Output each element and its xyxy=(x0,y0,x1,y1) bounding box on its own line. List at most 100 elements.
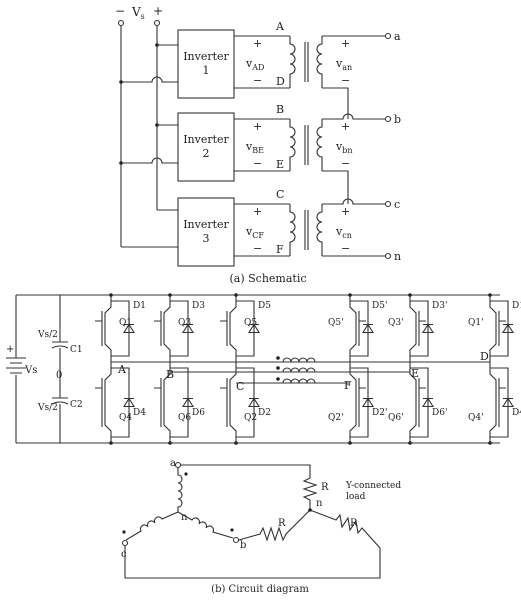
secondary-coils xyxy=(316,36,323,256)
van-minus: − xyxy=(341,74,350,87)
label-lower-diode-4: D2' xyxy=(372,408,387,418)
upper-diode-2 xyxy=(170,300,194,357)
terminal-a-label: a xyxy=(394,30,401,43)
load-b-label: b xyxy=(240,540,246,551)
inverter-3-label: Inverter xyxy=(183,218,229,231)
label-lower-switch-2: Q6 xyxy=(178,413,191,423)
lower-diode-4 xyxy=(350,367,374,438)
phase-b-winding xyxy=(177,511,234,539)
node-D-label: D xyxy=(276,75,285,88)
vbn-label: vbn xyxy=(335,140,353,155)
label-upper-switch-4: Q5' xyxy=(328,318,344,328)
vcn-minus: − xyxy=(341,242,350,255)
label-upper-diode-1: D1 xyxy=(133,301,146,311)
vcf-label: vCF xyxy=(245,225,264,240)
terminal-n-label: n xyxy=(394,250,401,263)
label-upper-diode-3: D5 xyxy=(258,301,271,311)
upper-switch-6 xyxy=(489,295,506,362)
cap-c1-label: C1 xyxy=(70,345,83,355)
source-battery xyxy=(6,357,26,374)
lower-diode-2 xyxy=(170,367,194,438)
node-A-label: A xyxy=(275,20,285,33)
inverter-1-number: 1 xyxy=(203,64,210,77)
node-E-label: E xyxy=(276,158,284,171)
vbe-plus: + xyxy=(253,120,262,133)
vbe-label: vBE xyxy=(245,140,264,155)
coupling-transformers xyxy=(276,356,316,384)
resistor-c-and-return xyxy=(124,509,381,579)
source-label: Vs xyxy=(24,365,37,376)
load-node-c xyxy=(121,539,129,547)
terminal-b-label: b xyxy=(394,113,401,126)
vad-label: vAD xyxy=(245,57,264,72)
inverter-2-box xyxy=(177,112,235,182)
label-lower-switch-6: Q4' xyxy=(468,413,484,423)
vcf-minus: − xyxy=(253,242,262,255)
load-top-wire xyxy=(180,464,311,478)
upper-switch-5 xyxy=(409,295,426,362)
vcn-plus: + xyxy=(341,205,350,218)
load-node-a xyxy=(174,461,182,469)
vbe-minus: − xyxy=(253,157,262,170)
label-lower-diode-2: D6 xyxy=(192,408,205,418)
node-C-label: C xyxy=(276,188,284,201)
schematic-caption: (a) Schematic xyxy=(229,272,306,285)
node-B: B xyxy=(166,368,174,381)
vbn-plus: + xyxy=(341,120,350,133)
terminal-c-label: c xyxy=(394,198,400,211)
label-upper-diode-6: D1' xyxy=(512,301,521,311)
upper-diode-4 xyxy=(350,300,374,357)
minus-feed-2 xyxy=(121,157,178,164)
inverter-2-number: 2 xyxy=(203,147,210,160)
schematic: − Vs + Inverter 1 Inverter 2 Inverter 3 xyxy=(115,4,401,285)
upper-diode-3 xyxy=(236,300,260,357)
supply-minus-sign: − xyxy=(115,4,125,18)
node-C: C xyxy=(236,380,244,393)
capacitor-plates xyxy=(51,341,69,405)
inverter-1-label: Inverter xyxy=(183,50,229,63)
cap-c2-label: C2 xyxy=(70,400,83,410)
label-upper-switch-1: Q1 xyxy=(119,318,132,328)
output-b-wire xyxy=(322,113,385,120)
label-lower-diode-5: D6' xyxy=(432,408,447,418)
series-link-1 xyxy=(322,87,349,119)
terminal-n xyxy=(384,252,392,260)
terminal-c xyxy=(384,200,392,208)
supply-minus-terminal xyxy=(117,19,125,27)
phase-a-winding xyxy=(177,468,183,512)
minus-feed-1 xyxy=(121,76,178,83)
lower-switch-1 xyxy=(95,362,112,443)
inverter-3-number: 3 xyxy=(203,232,210,245)
label-upper-diode-2: D3 xyxy=(192,301,205,311)
supply-plus-sign: + xyxy=(153,4,163,18)
label-lower-diode-6: D4' xyxy=(512,408,521,418)
lower-switch-3 xyxy=(220,362,237,443)
label-lower-switch-4: Q2' xyxy=(328,413,344,423)
resistor-a xyxy=(302,477,318,510)
upper-switch-2 xyxy=(154,295,171,362)
lower-diode-1 xyxy=(111,367,135,438)
load-c-label: c xyxy=(121,549,127,560)
circuit-caption: (b) Circuit diagram xyxy=(211,584,309,595)
terminal-a xyxy=(384,32,392,40)
output-c-wire xyxy=(322,198,385,205)
primary-coils xyxy=(289,36,296,256)
label-lower-switch-1: Q4 xyxy=(119,413,132,423)
label-upper-switch-6: Q1' xyxy=(468,318,484,328)
van-plus: + xyxy=(341,37,350,50)
inverter-3-box xyxy=(177,197,235,267)
label-lower-switch-3: Q2 xyxy=(244,413,257,423)
lower-diode-3 xyxy=(236,367,260,438)
load-description-2: load xyxy=(346,492,366,502)
resistor-a-label: R xyxy=(321,482,329,493)
supply-plus-terminal xyxy=(153,19,161,27)
label-lower-diode-1: D4 xyxy=(133,408,146,418)
load-n-label-1: n xyxy=(181,512,188,523)
node-B-label: B xyxy=(276,103,284,116)
resistor-b xyxy=(238,509,311,542)
midpoint-label: 0 xyxy=(56,370,62,381)
label-upper-switch-3: Q5 xyxy=(244,318,257,328)
inverter-2-label: Inverter xyxy=(183,133,229,146)
